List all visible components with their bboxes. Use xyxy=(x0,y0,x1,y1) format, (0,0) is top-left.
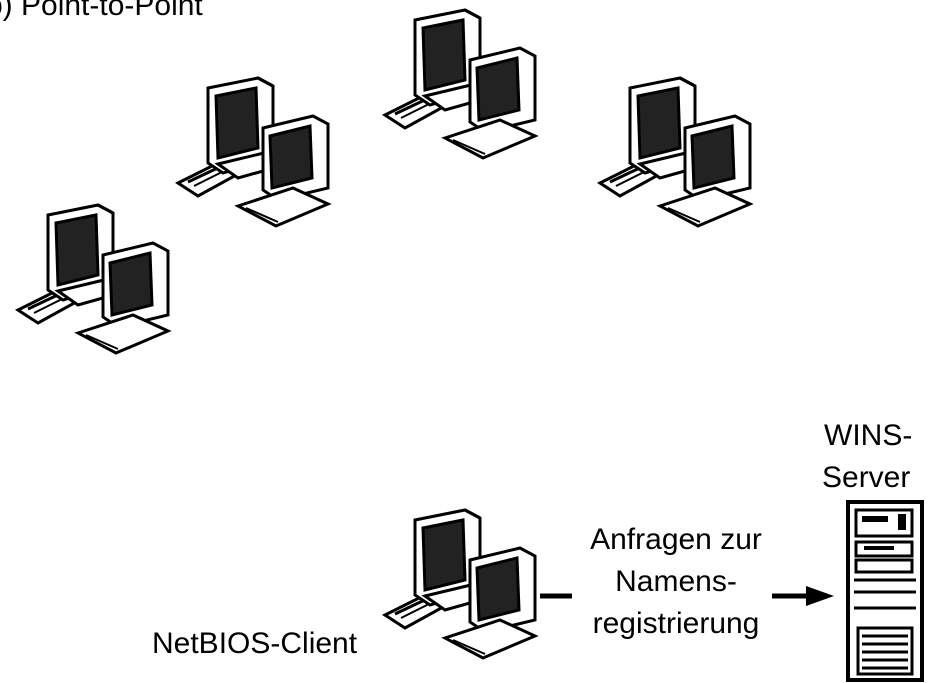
computer-icon xyxy=(383,8,537,160)
arrow-right-icon xyxy=(540,586,834,606)
computer-icon xyxy=(383,508,537,660)
server-label-line2: Server xyxy=(822,461,911,494)
computer-icon xyxy=(16,203,170,355)
computer-icon xyxy=(598,76,752,228)
request-label-line1: Anfragen zur xyxy=(590,523,762,556)
server-tower-icon xyxy=(846,500,924,682)
computer-icon xyxy=(176,76,330,228)
request-label-line2: Namens- xyxy=(615,565,737,598)
request-label-line3: registrierung xyxy=(592,607,760,640)
server-label-line1: WINS- xyxy=(824,419,913,452)
client-label: NetBIOS-Client xyxy=(152,627,358,660)
diagram-title: b) Point-to-Point xyxy=(0,0,203,22)
